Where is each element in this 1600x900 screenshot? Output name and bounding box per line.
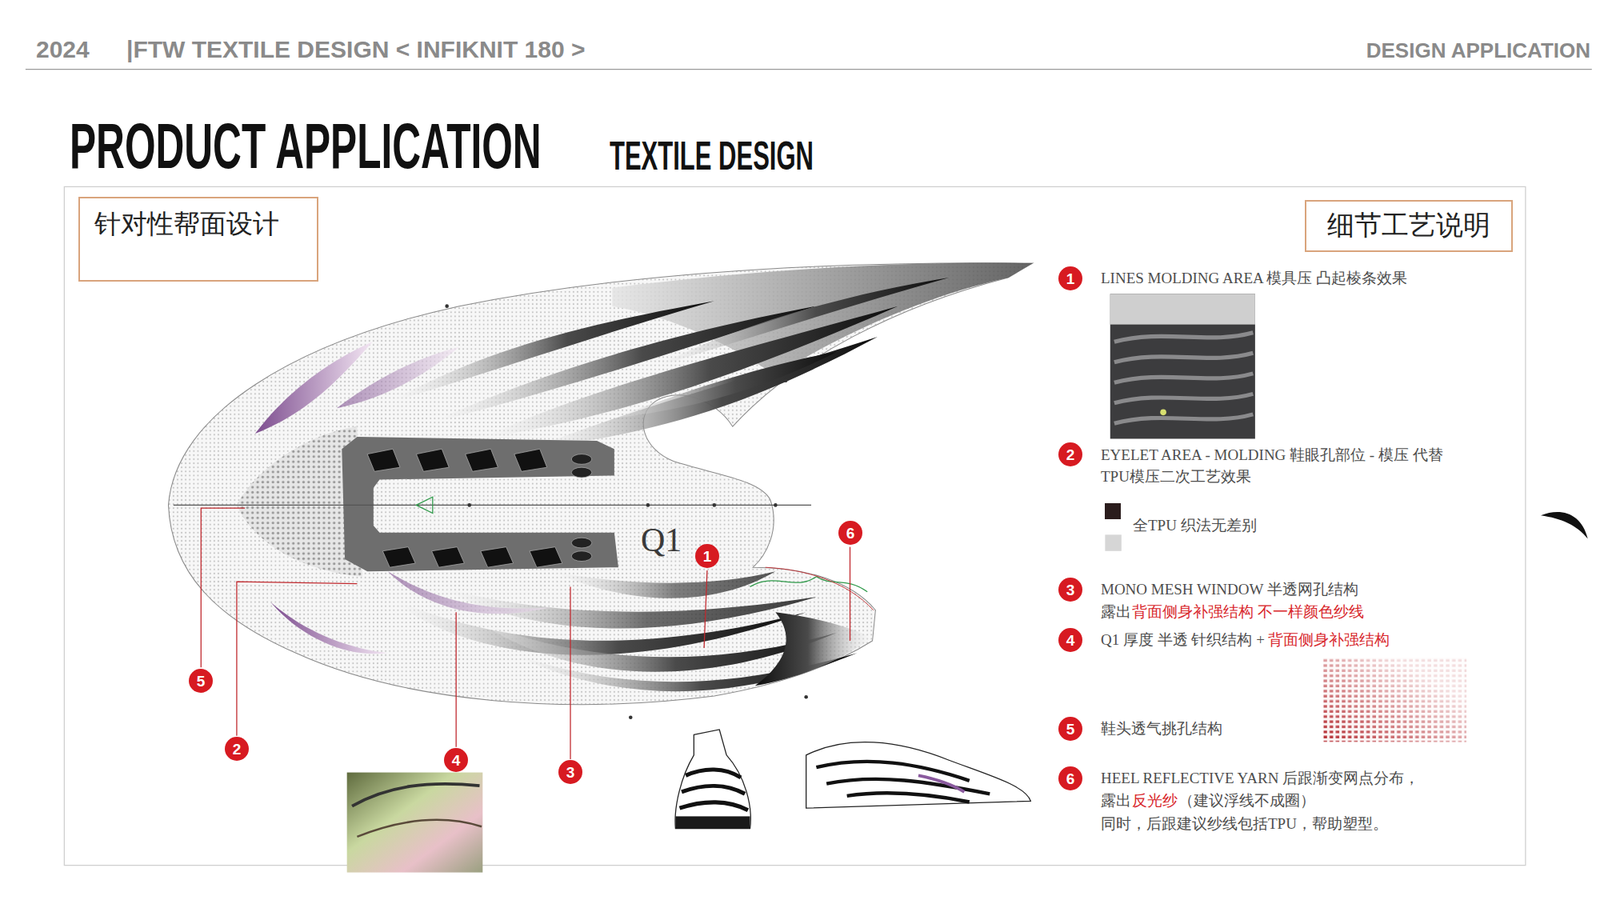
highlight-note: 反光纱 [1132,792,1178,811]
header-title: |FTW TEXTILE DESIGN < INFIKNIT 180 > [126,35,585,64]
eyelet [529,547,563,568]
sketch-stripes [679,769,748,811]
callout-number: 4 [444,748,468,772]
box-heading: 细节工艺说明 [1317,208,1500,242]
sketch-accent [918,775,964,792]
handwritten-mark: Q1 [640,520,682,560]
marker-dot [804,695,808,700]
header-section: DESIGN APPLICATION [1366,38,1591,64]
detail-note: 露出 [1100,603,1132,622]
brand-logo [1540,512,1588,540]
leader-line [569,586,571,760]
marker-dot [628,715,633,720]
detail-photo [1110,293,1256,324]
detail-note: MONO MESH WINDOW 半透网孔结构 [1100,580,1359,600]
leader-lines [200,508,850,760]
direction-mark [416,496,432,513]
detail-photo [1110,293,1256,439]
molded-rib [652,277,949,368]
callout-number: 2 [1058,442,1083,467]
molded-rib [479,306,898,440]
detail-note: 同时，后跟建议纱线包括TPU，帮助塑型。 [1100,815,1388,834]
header-year: 2024 [36,35,90,64]
knit-photo-fade [1323,658,1467,743]
molded-rib [612,352,837,419]
eyelet [432,547,465,568]
eyelet [465,448,499,472]
sketch-sole [675,816,750,828]
eyelet [367,448,400,472]
side-view-sketch [806,742,1032,809]
photo-detail [352,784,480,807]
callout-number: 6 [1058,766,1083,791]
callout-number: 2 [224,736,249,761]
callout-number: 5 [188,668,213,693]
rib-ridges [1114,332,1253,424]
photo-detail [1160,408,1167,416]
detail-note: HEEL REFLECTIVE YARN 后跟渐变网点分布， [1100,769,1420,788]
eyelet [480,547,514,568]
purple-window [270,602,388,655]
detail-note: LINES MOLDING AREA 模具压 凸起棱条效果 [1100,269,1408,288]
callout-number: 1 [695,544,720,568]
marker-dot [444,304,449,308]
legend-text: 全TPU 织法无差别 [1132,516,1257,536]
marker-dot [773,503,778,508]
callout-number: 5 [1058,716,1083,741]
highlight-note: 背面侧身补强结构 不一样颜色纱线 [1132,603,1364,622]
page-title: PRODUCT APPLICATION [69,114,542,179]
purple-window [388,571,552,614]
eyelet [571,454,592,465]
callout-number: 4 [1058,628,1083,652]
detail-note: Q1 厚度 半透 针织结构 + [1100,631,1265,650]
marker-dot [784,378,788,383]
detail-note: 鞋头透气挑孔结构 [1100,720,1223,739]
callout-number: 3 [1058,577,1083,602]
marker-dot [467,503,472,508]
highlight-note: 背面侧身补强结构 [1268,631,1390,650]
molded-rib [530,336,878,449]
leader-line [704,570,708,648]
marker-dot [646,503,651,508]
callout-number: 3 [558,760,583,784]
callout-number: 6 [838,520,863,545]
legend-swatch-light [1104,534,1121,551]
upper-pattern-outline [168,263,1032,705]
purple-window [255,341,373,434]
leader-line [849,547,851,641]
artwork-group [25,69,1592,873]
detail-note: EYELET AREA - MOLDING 鞋眼孔部位 - 模压 代替TPU模压… [1100,444,1445,488]
eyelet [571,467,592,478]
legend-swatch [1104,503,1121,520]
detail-note: 露出 [1100,792,1132,811]
heel-guide-line [765,567,874,611]
leader-line [456,612,457,747]
eyelet [416,448,449,472]
eyelet-panel [341,436,619,572]
photo-detail [356,820,482,837]
heading-box: 针对性帮面设计 [78,196,319,282]
eyelet [571,551,592,562]
eyelet [514,448,548,472]
heel-view-sketch [675,729,751,829]
marker-dot [712,503,717,508]
sample-photo [347,772,484,873]
knit-photo [1323,658,1467,743]
content-panel [64,186,1526,865]
eyelet [382,547,416,568]
sketch-stripes [816,761,990,803]
eyelet [571,537,592,548]
callout-number: 1 [1058,266,1083,291]
subtitle: TEXTILE DESIGN [609,136,814,176]
heading-box: 细节工艺说明 [1304,200,1513,252]
molded-rib [551,571,776,598]
heel-gradient [755,612,873,686]
box-heading: 针对性帮面设计 [94,208,303,240]
leader-line [200,508,245,668]
detail-note: （建议浮线不成圈） [1178,792,1316,811]
leader-line [236,581,358,736]
header-rule [25,68,1592,70]
purple-window [336,347,460,409]
